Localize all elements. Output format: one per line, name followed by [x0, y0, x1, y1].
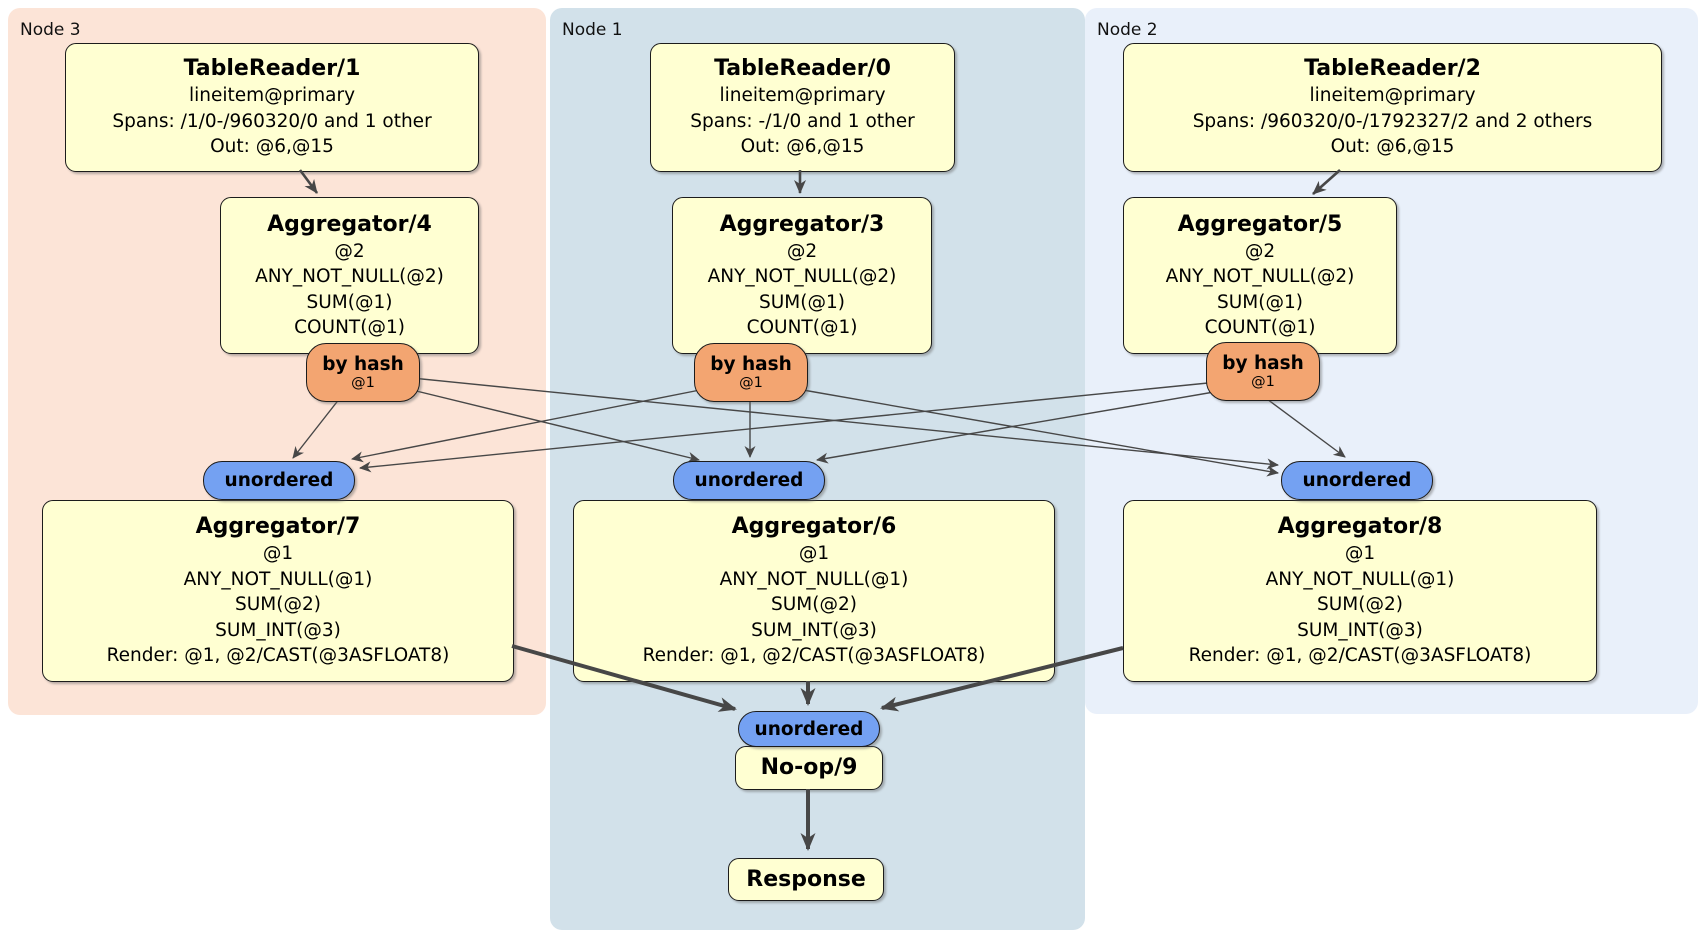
- edge-byhash-node2-to-unordered-right: [1266, 398, 1346, 458]
- processor-line: ANY_NOT_NULL(@2): [707, 266, 897, 287]
- processor-title: TableReader/2: [1304, 56, 1481, 82]
- router-detail: @1: [351, 375, 375, 391]
- edge-aggregator-7-to-unordered-bottom: [511, 644, 737, 712]
- edge-byhash-node3-to-unordered-left: [292, 397, 341, 459]
- stream-label: unordered: [694, 470, 804, 491]
- processor-title: Aggregator/3: [719, 211, 885, 237]
- region-node1-label: Node 1: [562, 20, 623, 40]
- processor-line: @2: [786, 240, 818, 262]
- processor-line: Spans: /1/0-/960320/0 and 1 other: [112, 110, 432, 132]
- router-label: by hash: [322, 354, 404, 375]
- edge-byhash-node3-to-unordered-middle: [403, 387, 700, 463]
- processor-response: Response: [728, 858, 884, 901]
- processor-line: Out: @6,@15: [740, 136, 865, 158]
- processor-title: No-op/9: [760, 755, 858, 780]
- processor-line: SUM(@1): [306, 291, 393, 313]
- processor-line: SUM(@2): [235, 594, 321, 616]
- stream-unordered-left: unordered: [203, 461, 355, 500]
- edge-tablereader-1-to-aggregator-4: [298, 169, 319, 194]
- processor-line: ANY_NOT_NULL(@2): [1165, 266, 1355, 287]
- processor-title: TableReader/0: [714, 56, 891, 82]
- processor-line: Out: @6,@15: [1330, 136, 1455, 158]
- processor-line: SUM_INT(@3): [1297, 619, 1423, 641]
- processor-line: @1: [262, 543, 294, 565]
- processor-aggregator-6: Aggregator/6 @1 ANY_NOT_NULL(@1) SUM(@2)…: [573, 500, 1055, 682]
- processor-tablereader-0: TableReader/0 lineitem@primary Spans: -/…: [650, 43, 955, 172]
- processor-line: SUM(@1): [1217, 291, 1303, 313]
- stream-unordered-middle: unordered: [673, 461, 825, 500]
- processor-title: Aggregator/5: [1177, 211, 1343, 237]
- processor-line: lineitem@primary: [1309, 85, 1476, 107]
- processor-title: TableReader/1: [183, 56, 361, 82]
- processor-line: lineitem@primary: [188, 85, 356, 107]
- processor-line: ANY_NOT_NULL(@1): [719, 568, 909, 590]
- edge-byhash-node1-to-unordered-left: [351, 389, 701, 463]
- processor-line: lineitem@primary: [719, 85, 886, 107]
- stream-unordered-bottom: unordered: [738, 711, 880, 747]
- processor-line: SUM(@1): [759, 291, 845, 313]
- processor-tablereader-2: TableReader/2 lineitem@primary Spans: /9…: [1123, 43, 1662, 172]
- processor-line: Render: @1, @2/CAST(@3ASFLOAT8): [1188, 645, 1532, 667]
- stream-label: unordered: [224, 470, 334, 491]
- processor-aggregator-4: Aggregator/4 @2 ANY_NOT_NULL(@2) SUM(@1)…: [220, 197, 479, 354]
- processor-line: ANY_NOT_NULL(@1): [1265, 568, 1455, 590]
- edge-tablereader-2-to-aggregator-5: [1312, 169, 1341, 195]
- router-label: by hash: [710, 354, 792, 375]
- processor-line: @2: [1244, 240, 1276, 262]
- processor-title: Response: [746, 866, 866, 892]
- processor-aggregator-5: Aggregator/5 @2 ANY_NOT_NULL(@2) SUM(@1)…: [1123, 197, 1397, 354]
- processor-line: @2: [334, 240, 365, 262]
- region-node2-label: Node 2: [1097, 20, 1158, 40]
- processor-line: @1: [798, 543, 830, 565]
- processor-line: COUNT(@1): [294, 317, 405, 338]
- edge-byhash-node2-to-unordered-middle: [816, 391, 1215, 464]
- processor-aggregator-7: Aggregator/7 @1 ANY_NOT_NULL(@1) SUM(@2)…: [42, 500, 514, 682]
- processor-title: Aggregator/6: [731, 514, 897, 540]
- processor-line: ANY_NOT_NULL(@1): [183, 568, 373, 590]
- processor-title: Aggregator/7: [195, 514, 361, 540]
- edge-byhash-node2-to-unordered-left: [359, 382, 1209, 473]
- router-label: by hash: [1222, 353, 1304, 374]
- processor-line: Render: @1, @2/CAST(@3ASFLOAT8): [106, 645, 450, 667]
- stream-label: unordered: [1302, 470, 1412, 491]
- processor-line: SUM(@2): [771, 594, 857, 616]
- router-by-hash-node2: by hash @1: [1206, 342, 1320, 401]
- router-by-hash-node3: by hash @1: [306, 343, 420, 402]
- edge-byhash-node1-to-unordered-right: [802, 389, 1279, 477]
- router-detail: @1: [739, 375, 763, 391]
- processor-line: SUM_INT(@3): [215, 619, 341, 641]
- router-by-hash-node1: by hash @1: [694, 343, 808, 402]
- processor-tablereader-1: TableReader/1 lineitem@primary Spans: /1…: [65, 43, 479, 172]
- processor-line: Out: @6,@15: [210, 136, 334, 158]
- processor-line: Render: @1, @2/CAST(@3ASFLOAT8): [642, 645, 986, 667]
- router-detail: @1: [1251, 374, 1275, 390]
- processor-line: SUM_INT(@3): [751, 619, 877, 641]
- processor-aggregator-8: Aggregator/8 @1 ANY_NOT_NULL(@1) SUM(@2)…: [1123, 500, 1597, 682]
- processor-line: COUNT(@1): [1204, 317, 1316, 338]
- stream-unordered-right: unordered: [1281, 461, 1433, 500]
- processor-no-op-9: No-op/9: [735, 746, 883, 790]
- region-node3-label: Node 3: [20, 20, 81, 40]
- stream-label: unordered: [754, 718, 864, 740]
- processor-line: SUM(@2): [1317, 594, 1403, 616]
- processor-line: @1: [1344, 543, 1376, 565]
- processor-line: COUNT(@1): [746, 317, 858, 338]
- edge-byhash-node3-to-unordered-right: [411, 377, 1279, 470]
- processor-aggregator-3: Aggregator/3 @2 ANY_NOT_NULL(@2) SUM(@1)…: [672, 197, 932, 354]
- processor-title: Aggregator/4: [267, 211, 432, 237]
- processor-line: Spans: -/1/0 and 1 other: [690, 110, 915, 132]
- edge-aggregator-8-to-unordered-bottom: [880, 646, 1124, 712]
- processor-line: ANY_NOT_NULL(@2): [255, 266, 444, 287]
- processor-line: Spans: /960320/0-/1792327/2 and 2 others: [1192, 110, 1593, 132]
- processor-title: Aggregator/8: [1277, 514, 1443, 540]
